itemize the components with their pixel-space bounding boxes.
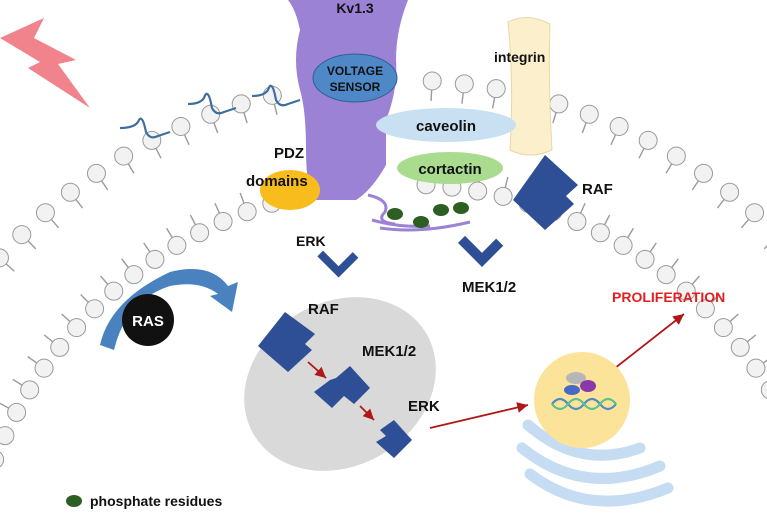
pdz-domain (260, 170, 320, 210)
lipid-head (694, 163, 714, 183)
cortactin-protein (397, 152, 503, 184)
lipid-head (486, 79, 506, 99)
legend-phosphate-label: phosphate residues (90, 493, 222, 509)
lipid-head (695, 299, 715, 319)
lipid-head (676, 281, 696, 301)
lipid-head (124, 265, 144, 285)
legend-phosphate-marker (66, 495, 82, 507)
lipid-head (20, 380, 40, 400)
integrin-protein (507, 17, 553, 156)
voltage-sensor-label-line2: SENSOR (330, 80, 381, 94)
caveolin-protein (376, 108, 516, 142)
lipid-head (422, 71, 442, 91)
lipid-head (635, 249, 655, 269)
lipid-head (613, 235, 633, 255)
cortactin-label: cortactin (418, 161, 481, 178)
lipid-head (0, 248, 9, 268)
lipid-head (609, 116, 629, 136)
pdz-label-line2: domains (246, 173, 308, 190)
voltage-sensor-label-line1: VOLTAGE (327, 64, 383, 78)
raf-cascade-kinase-icon (258, 312, 315, 372)
lipid-head (579, 104, 599, 124)
lipid-head (67, 318, 87, 338)
lipid-head (0, 451, 5, 468)
action-potential-spikes (119, 84, 301, 139)
lipid-head (34, 358, 54, 378)
transcription-factors (564, 372, 596, 395)
lipid-head (60, 182, 80, 202)
mek-cascade-label: MEK1/2 (362, 343, 416, 360)
dna-helix-icon (551, 397, 617, 411)
phosphate-cluster (387, 202, 469, 228)
lipid-head (12, 225, 32, 245)
integrin-label: integrin (494, 49, 545, 65)
lipid-head (493, 186, 513, 206)
mek-top-label: MEK1/2 (462, 279, 516, 296)
lipid-head (114, 146, 134, 166)
lipid-head (656, 265, 676, 285)
lipid-bilayer (0, 71, 767, 468)
lipid-head (231, 94, 251, 114)
erk-top-kinase-icon (317, 250, 359, 278)
mek-top-kinase-icon (457, 235, 504, 267)
lipid-head (454, 74, 474, 94)
lipid-head (638, 130, 658, 150)
erk-top-label: ERK (296, 233, 326, 249)
proliferation-label: PROLIFERATION (612, 289, 725, 305)
ras-node (122, 294, 174, 346)
erk-cascade-label: ERK (408, 398, 440, 415)
lipid-head (746, 358, 766, 378)
lipid-head (85, 299, 105, 319)
lipid-head (104, 281, 124, 301)
nucleus (534, 352, 630, 448)
lipid-head (171, 116, 191, 136)
raf-cascade-label: RAF (308, 301, 339, 318)
voltage-sensor (312, 53, 398, 103)
kv13-label: Kv1.3 (336, 0, 374, 16)
endoplasmic-reticulum (516, 419, 674, 507)
lipid-head (720, 182, 740, 202)
mek-cascade-kinase-icon (314, 366, 370, 408)
lipid-head (760, 380, 767, 399)
lipid-head (590, 223, 610, 243)
cascade-arrows (307, 313, 685, 429)
pdz-label-line1: PDZ (274, 145, 304, 162)
lipid-head (730, 337, 750, 357)
lipid-head (0, 426, 15, 446)
lipid-head (201, 104, 221, 124)
lipid-head (50, 337, 70, 357)
lipid-head (567, 212, 587, 232)
lipid-head (35, 203, 55, 223)
lipid-head (468, 181, 488, 201)
lipid-head (190, 223, 210, 243)
lipid-head (549, 94, 569, 114)
raf-membrane-label: RAF (582, 181, 613, 198)
lipid-head (237, 202, 257, 222)
caveolin-label: caveolin (416, 118, 476, 135)
lipid-head (167, 235, 187, 255)
lipid-head (713, 318, 733, 338)
lipid-head (7, 402, 27, 422)
lipid-head (213, 212, 233, 232)
lipid-head (86, 163, 106, 183)
raf-membrane-kinase-icon (513, 155, 578, 230)
lipid-head (666, 146, 686, 166)
lipid-head (145, 249, 165, 269)
lightning-bolt-icon (0, 18, 90, 108)
lipid-head (745, 203, 765, 223)
ras-label: RAS (132, 313, 164, 330)
erk-cascade-kinase-icon (376, 420, 412, 458)
lipid-head (142, 130, 162, 150)
